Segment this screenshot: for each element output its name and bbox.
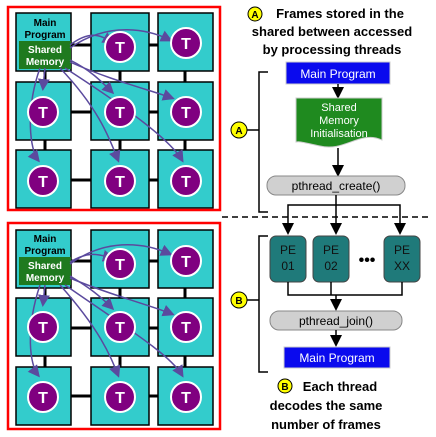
thread-label: T — [181, 320, 191, 337]
bracket-a — [258, 71, 268, 213]
annotation-a-line2: shared between accessed — [252, 24, 412, 39]
thread-nodes — [27, 245, 202, 413]
annotation-b-line2: decodes the same — [270, 398, 383, 413]
badge-b — [277, 378, 293, 394]
thread-label: T — [115, 257, 125, 274]
thread-label: T — [181, 36, 191, 53]
main-program-end-box — [283, 346, 391, 369]
thread-circle — [170, 96, 202, 128]
thread-circle — [170, 245, 202, 277]
main-program-label: Program — [24, 246, 65, 257]
thread-label: T — [38, 174, 48, 191]
pe-01-text: 01 — [281, 259, 295, 273]
shared-memory-box — [19, 41, 71, 69]
thread-circle — [170, 27, 202, 59]
annotation-a-line3: by processing threads — [263, 42, 402, 57]
badge-a-label: A — [251, 10, 258, 21]
thread-circle — [170, 381, 202, 413]
pe-02-text: 02 — [324, 259, 338, 273]
thread-nodes — [27, 27, 202, 197]
main-program-text: Main Program — [300, 67, 375, 81]
thread-label: T — [38, 320, 48, 337]
bracket-b — [258, 235, 268, 373]
thread-circle — [104, 311, 136, 343]
thread-circle — [27, 381, 59, 413]
shared-memory-label: Memory — [26, 57, 65, 68]
thread-circle — [170, 165, 202, 197]
thread-label: T — [181, 174, 191, 191]
bracket-b-badge — [230, 291, 248, 309]
thread-circle — [170, 311, 202, 343]
flow-chart: Main Program Shared Memory Initialisatio… — [230, 61, 421, 373]
annotation-b-line3: number of frames — [271, 417, 381, 432]
grid-bottom-border — [6, 221, 222, 431]
shared-memory-label: Shared — [28, 261, 62, 272]
main-program-label: Program — [24, 30, 65, 41]
grid-bottom: Main Program Shared Memory T T — [6, 221, 222, 431]
pthread-join-text: pthread_join() — [299, 314, 373, 328]
tile — [157, 12, 214, 72]
bracket-a-badge — [230, 121, 248, 139]
shared-memory-init-text: Shared — [321, 102, 356, 114]
shared-memory-label: Memory — [26, 273, 65, 284]
thread-circle — [27, 165, 59, 197]
badge-b-label: B — [281, 382, 288, 393]
pe-xx-text: PE — [394, 243, 410, 257]
thread-label: T — [115, 390, 125, 407]
annotation-a: A Frames stored in the shared between ac… — [247, 6, 412, 57]
thread-circle — [104, 96, 136, 128]
ellipsis: ••• — [359, 252, 376, 269]
shared-memory-box — [19, 257, 71, 285]
thread-circle — [104, 381, 136, 413]
grid-top: Main Program Shared Memory T — [6, 5, 222, 212]
main-program-label: Main — [34, 234, 57, 245]
annotation-b-line1: Each thread — [303, 379, 377, 394]
thread-label: T — [38, 105, 48, 122]
main-program-end-text: Main Program — [299, 351, 374, 365]
shared-memory-init-text: Memory — [319, 115, 359, 127]
thread-circle — [104, 248, 136, 280]
thread-label: T — [115, 40, 125, 57]
thread-label: T — [181, 254, 191, 271]
thread-label: T — [115, 174, 125, 191]
thread-label: T — [115, 105, 125, 122]
shared-memory-label: Shared — [28, 45, 62, 56]
shared-memory-init-box — [295, 97, 383, 148]
pe-xx-text: XX — [394, 259, 410, 273]
grid-top-border — [6, 5, 222, 212]
pe-01-text: PE — [280, 243, 296, 257]
tile — [15, 366, 72, 426]
thread-label: T — [115, 320, 125, 337]
annotation-a-line1: Frames stored in the — [276, 6, 404, 21]
main-program-label: Main — [34, 18, 57, 29]
thread-circle — [27, 311, 59, 343]
bracket-a-label: A — [235, 126, 242, 137]
pe-02-text: PE — [323, 243, 339, 257]
annotation-b: B Each thread decodes the same number of… — [270, 378, 383, 432]
thread-label: T — [181, 105, 191, 122]
thread-circle — [104, 165, 136, 197]
thread-label: T — [181, 390, 191, 407]
shared-memory-init-text: Initialisation — [310, 128, 367, 140]
bracket-b-label: B — [235, 296, 242, 307]
thread-circle — [27, 96, 59, 128]
thread-label: T — [38, 390, 48, 407]
thread-arrows — [27, 244, 184, 378]
thread-circle — [104, 31, 136, 63]
pthread-create-text: pthread_create() — [292, 179, 381, 193]
thread-arrows — [27, 29, 184, 163]
badge-a — [247, 6, 263, 22]
